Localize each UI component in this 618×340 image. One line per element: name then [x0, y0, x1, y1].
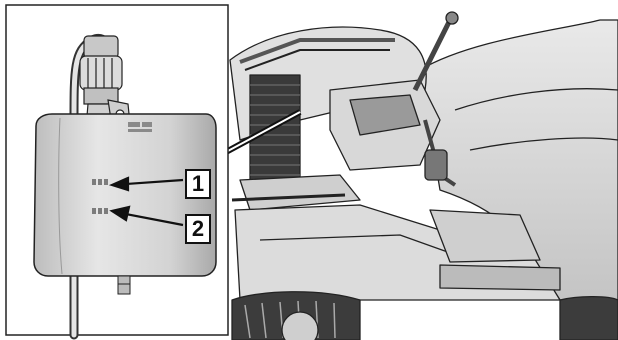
atv-illustration	[230, 12, 618, 340]
callout-label-1: 1	[185, 169, 211, 199]
callout-label-2: 2	[185, 214, 211, 244]
coolant-reservoir-tank	[34, 114, 216, 294]
